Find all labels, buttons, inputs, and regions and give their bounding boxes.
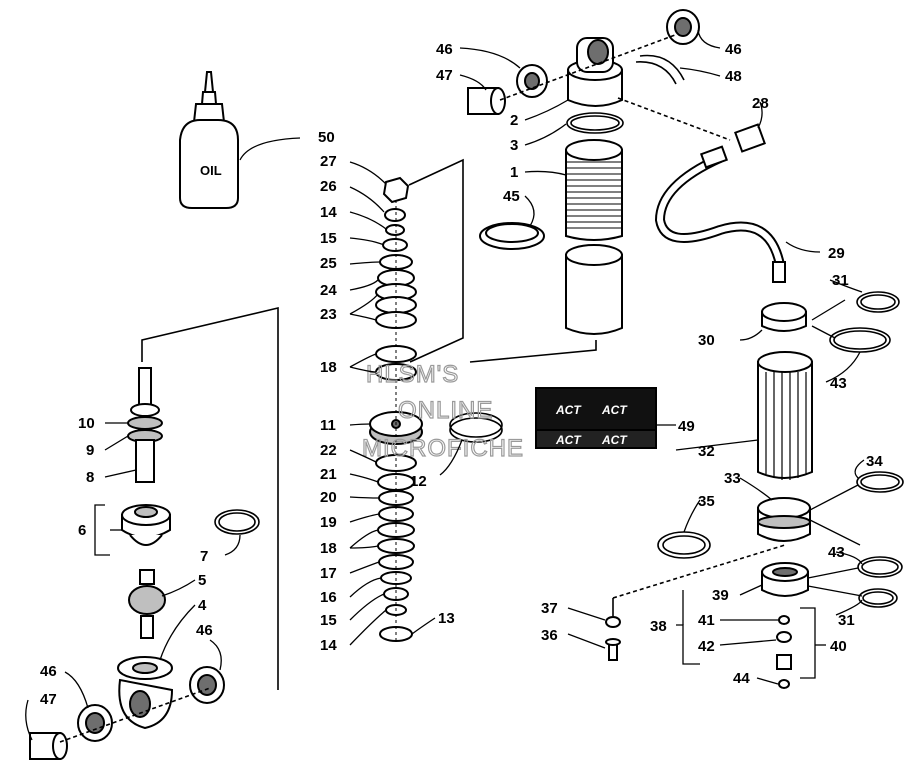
callout-46c: 46 (436, 41, 453, 58)
shaft-assembly (29, 367, 260, 760)
callout-18: 18 (320, 359, 337, 376)
callout-32: 32 (698, 443, 715, 460)
callout-48: 48 (725, 68, 742, 85)
callout-43b: 43 (828, 544, 845, 561)
callout-10: 10 (78, 415, 95, 432)
callout-2: 2 (510, 112, 518, 129)
callout-44: 44 (733, 670, 750, 687)
watermark-line-3: MICROFICHE (362, 435, 524, 462)
watermark: HLSM'S ONLINE MICROFICHE (361, 360, 524, 462)
callout-22: 22 (320, 442, 337, 459)
decal-49: ACT ACT ACT ACT (535, 387, 657, 449)
callout-14b: 14 (320, 637, 337, 654)
callout-27: 27 (320, 153, 337, 170)
decal-text-1: ACT (555, 403, 582, 417)
callout-1: 1 (510, 164, 518, 181)
callout-43a: 43 (830, 375, 847, 392)
callout-15: 15 (320, 230, 337, 247)
callout-46a: 46 (196, 622, 213, 639)
watermark-line-1: HLSM'S (366, 361, 459, 388)
oil-bottle: OIL (179, 71, 239, 209)
callout-20: 20 (320, 489, 337, 506)
callout-23: 23 (320, 306, 337, 323)
callout-50: 50 (318, 129, 335, 146)
decal-text-4: ACT (601, 433, 628, 447)
callout-41: 41 (698, 612, 715, 629)
callout-46d: 46 (725, 41, 742, 58)
callout-49: 49 (678, 418, 695, 435)
callout-16: 16 (320, 589, 337, 606)
callout-4: 4 (198, 597, 207, 614)
callout-12: 12 (410, 473, 427, 490)
callout-34: 34 (866, 453, 883, 470)
callout-6: 6 (78, 522, 86, 539)
callout-25: 25 (320, 255, 337, 272)
callout-36: 36 (541, 627, 558, 644)
callout-29: 29 (828, 245, 845, 262)
callout-18b: 18 (320, 540, 337, 557)
callout-5: 5 (198, 572, 206, 589)
reservoir-assembly (449, 123, 904, 689)
callout-39: 39 (712, 587, 729, 604)
callout-labels: 50 27 26 14 15 25 24 23 18 11 22 21 20 1… (40, 41, 883, 708)
callout-21: 21 (320, 466, 337, 483)
decal-text-2: ACT (601, 403, 628, 417)
callout-7: 7 (200, 548, 208, 565)
callout-13: 13 (438, 610, 455, 627)
decal-text-3: ACT (555, 433, 582, 447)
callout-11: 11 (320, 417, 336, 434)
valve-stack (141, 158, 464, 690)
callout-42: 42 (698, 638, 715, 655)
callout-37: 37 (541, 600, 558, 617)
callout-9: 9 (86, 442, 94, 459)
callout-31a: 31 (832, 272, 849, 289)
callout-35: 35 (698, 493, 715, 510)
callout-19: 19 (320, 514, 337, 531)
callout-45: 45 (503, 188, 520, 205)
callout-47a: 47 (40, 691, 57, 708)
callout-28: 28 (752, 95, 769, 112)
callout-40: 40 (830, 638, 847, 655)
callout-47b: 47 (436, 67, 453, 84)
callout-38: 38 (650, 618, 667, 635)
callout-17: 17 (320, 565, 337, 582)
callout-30: 30 (698, 332, 715, 349)
callout-26: 26 (320, 178, 337, 195)
callout-8: 8 (86, 469, 94, 486)
callout-14: 14 (320, 204, 337, 221)
callout-46b: 46 (40, 663, 57, 680)
oil-label: OIL (200, 163, 222, 178)
leader-lines (25, 29, 865, 741)
shock-body (467, 9, 731, 363)
callout-15b: 15 (320, 612, 337, 629)
watermark-line-2: ONLINE (398, 397, 493, 424)
callout-24: 24 (320, 282, 337, 299)
callout-31b: 31 (838, 612, 855, 629)
callout-33: 33 (724, 470, 741, 487)
callout-3: 3 (510, 137, 518, 154)
